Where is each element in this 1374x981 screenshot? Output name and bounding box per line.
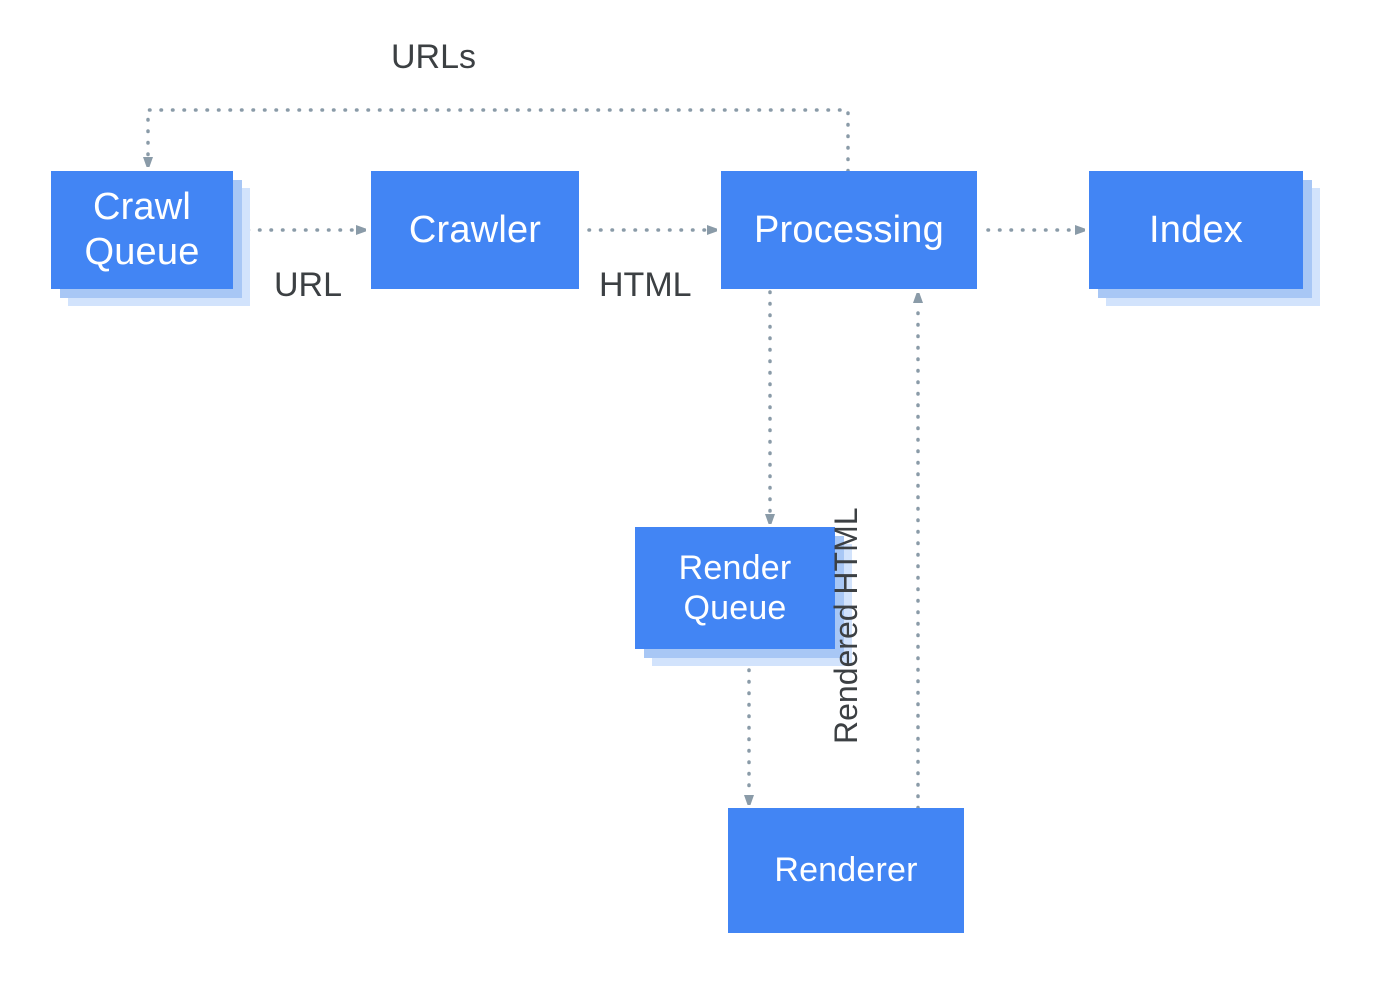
node-label-renderer: Renderer bbox=[774, 851, 918, 890]
node-face: Crawler bbox=[371, 171, 579, 289]
connector-urls-feedback bbox=[148, 108, 850, 173]
node-render-queue[interactable]: Render Queue bbox=[635, 527, 852, 666]
edge-label-rendered-html: Rendered HTML bbox=[828, 507, 864, 744]
node-crawler[interactable]: Crawler bbox=[371, 171, 579, 289]
edge-label-url: URL bbox=[274, 266, 343, 304]
edge-label-html: HTML bbox=[599, 266, 692, 304]
node-renderer[interactable]: Renderer bbox=[728, 808, 964, 933]
node-index[interactable]: Index bbox=[1089, 171, 1320, 306]
node-label-render-queue: Render Queue bbox=[678, 548, 792, 627]
node-label-crawler: Crawler bbox=[408, 208, 542, 251]
edge-label-urls: URLs bbox=[391, 38, 477, 76]
node-face: Processing bbox=[721, 171, 977, 289]
node-face: Crawl Queue bbox=[51, 171, 233, 289]
node-face: Index bbox=[1089, 171, 1303, 289]
node-crawl-queue[interactable]: Crawl Queue bbox=[51, 171, 250, 306]
node-face: Renderer bbox=[728, 808, 964, 933]
node-processing[interactable]: Processing bbox=[721, 171, 977, 289]
node-label-processing: Processing bbox=[754, 208, 944, 251]
node-face: Render Queue bbox=[635, 527, 835, 649]
node-label-index: Index bbox=[1149, 208, 1243, 251]
node-label-crawl-queue: Crawl Queue bbox=[84, 186, 200, 273]
